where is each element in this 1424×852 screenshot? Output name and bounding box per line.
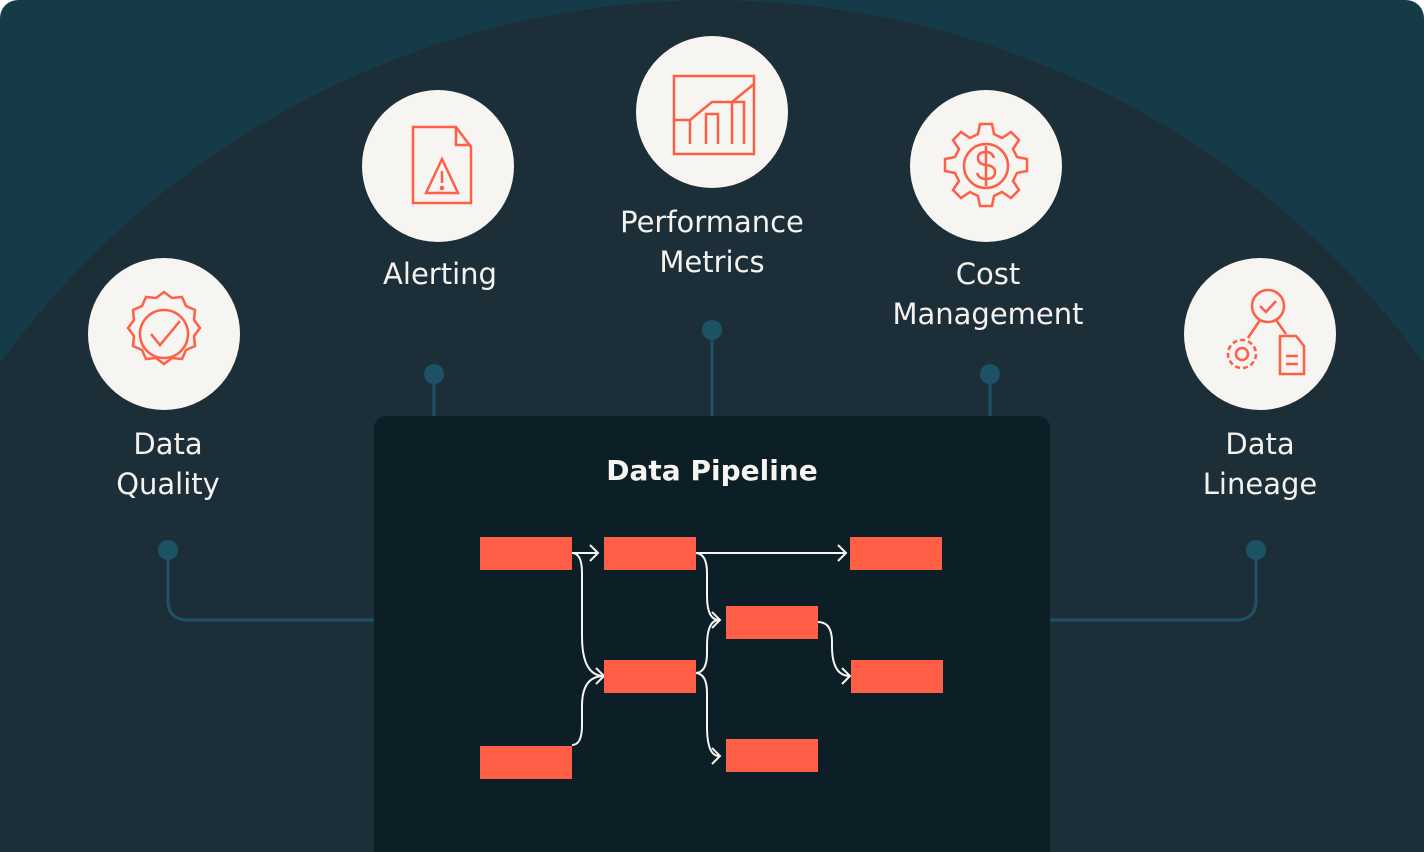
connector-data-lineage: [1045, 550, 1258, 622]
label-data-quality: Data Quality: [116, 427, 220, 501]
document-warning-icon: [411, 125, 473, 205]
node-alerting: [362, 90, 514, 242]
node-performance-metrics: [636, 36, 788, 188]
badge-check-icon: [126, 290, 202, 366]
label-cost-management: Cost Management: [892, 257, 1084, 331]
pipeline-stage: [604, 660, 696, 693]
gear-dollar-icon: [943, 122, 1029, 208]
pipeline-stage: [726, 606, 818, 639]
pipeline-stage: [726, 739, 818, 772]
pipeline-stage: [850, 537, 942, 570]
node-data-lineage: [1184, 258, 1336, 410]
pipeline-title: Data Pipeline: [606, 454, 818, 487]
pipeline-stage: [604, 537, 696, 570]
pipeline-stage: [480, 746, 572, 779]
chart-trend-icon: [672, 74, 756, 156]
label-performance-metrics: Performance Metrics: [620, 205, 804, 279]
lineage-icon: [1226, 288, 1306, 376]
label-data-lineage: Data Lineage: [1202, 427, 1318, 501]
pipeline-stage: [851, 660, 943, 693]
node-cost-management: [910, 90, 1062, 242]
pipeline-stage: [480, 537, 572, 570]
connector-data-quality: [166, 550, 380, 622]
data-pipeline-panel: Data Pipeline: [374, 416, 1050, 852]
label-alerting: Alerting: [383, 257, 497, 291]
pipeline-arrows: [571, 544, 852, 765]
node-data-quality: [88, 258, 240, 410]
